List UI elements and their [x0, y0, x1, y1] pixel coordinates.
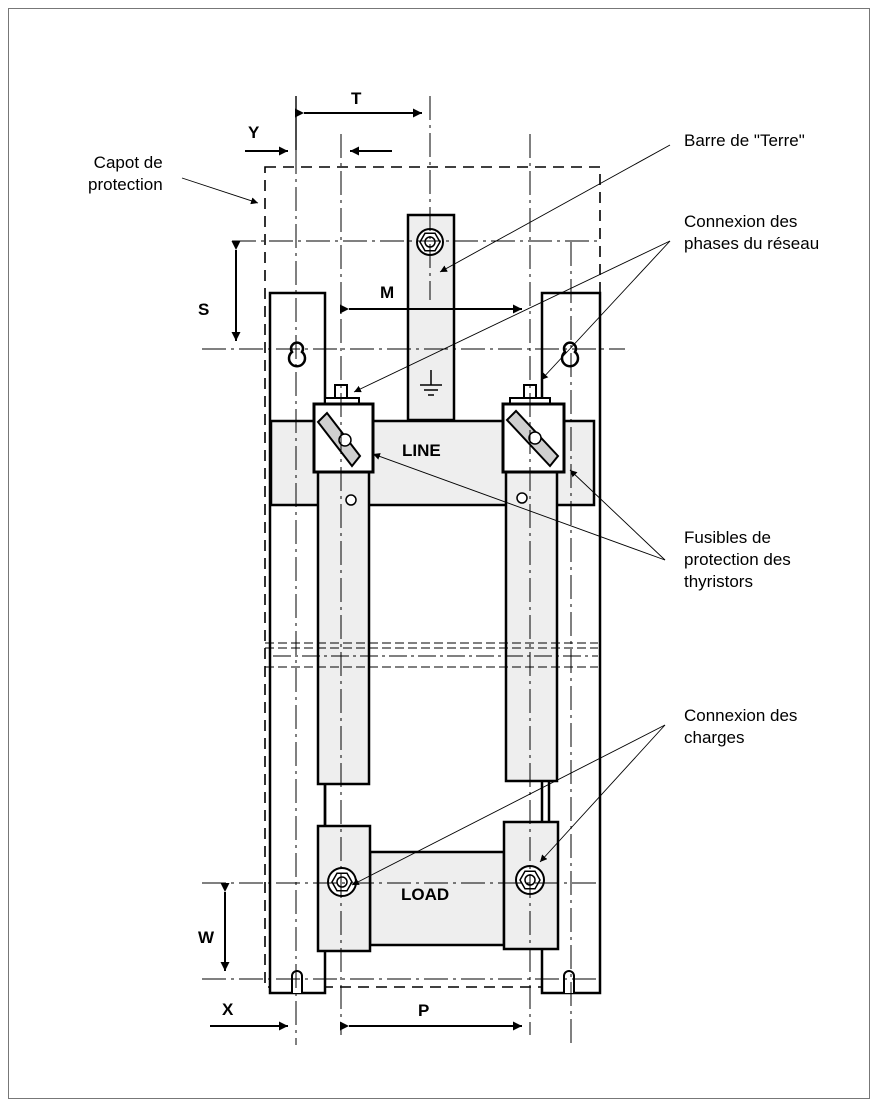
drawing-frame: [8, 8, 870, 1099]
callout-mains-phases: Connexion des phases du réseau: [684, 212, 820, 253]
break-lines: [265, 642, 598, 668]
load-caption: LOAD: [401, 885, 450, 904]
callout-load-connection: Connexion des charges: [684, 706, 798, 747]
dim-x: X: [222, 1000, 234, 1019]
left-load-terminal: [316, 824, 372, 953]
dim-s: S: [198, 300, 210, 319]
line-caption: LINE: [402, 441, 441, 460]
left-keyhole: [287, 341, 307, 368]
left-thyristor-bar: [316, 466, 371, 786]
center-lines: [202, 96, 625, 1045]
callout-earth-bar: Barre de "Terre": [684, 131, 805, 150]
right-bottom-slot: [563, 970, 575, 993]
callout-protective-cover: Capot de protection: [88, 153, 163, 194]
dim-p: P: [418, 1001, 430, 1020]
dimension-lines: [210, 96, 522, 1031]
dim-t: T: [351, 89, 362, 108]
left-bar-hole: [345, 494, 357, 506]
dim-y: Y: [248, 123, 260, 142]
right-bar-hole: [516, 492, 528, 504]
ground-icon: [420, 370, 442, 396]
dim-w: W: [198, 928, 215, 947]
callout-leaders: [181, 144, 671, 886]
left-fuse: [312, 384, 375, 474]
callout-thyristor-fuses: Fusibles de protection des thyristors: [684, 528, 791, 591]
right-load-terminal: [502, 820, 560, 951]
right-thyristor-bar: [504, 466, 559, 783]
left-bottom-slot: [291, 970, 303, 993]
dim-m: M: [380, 283, 395, 302]
